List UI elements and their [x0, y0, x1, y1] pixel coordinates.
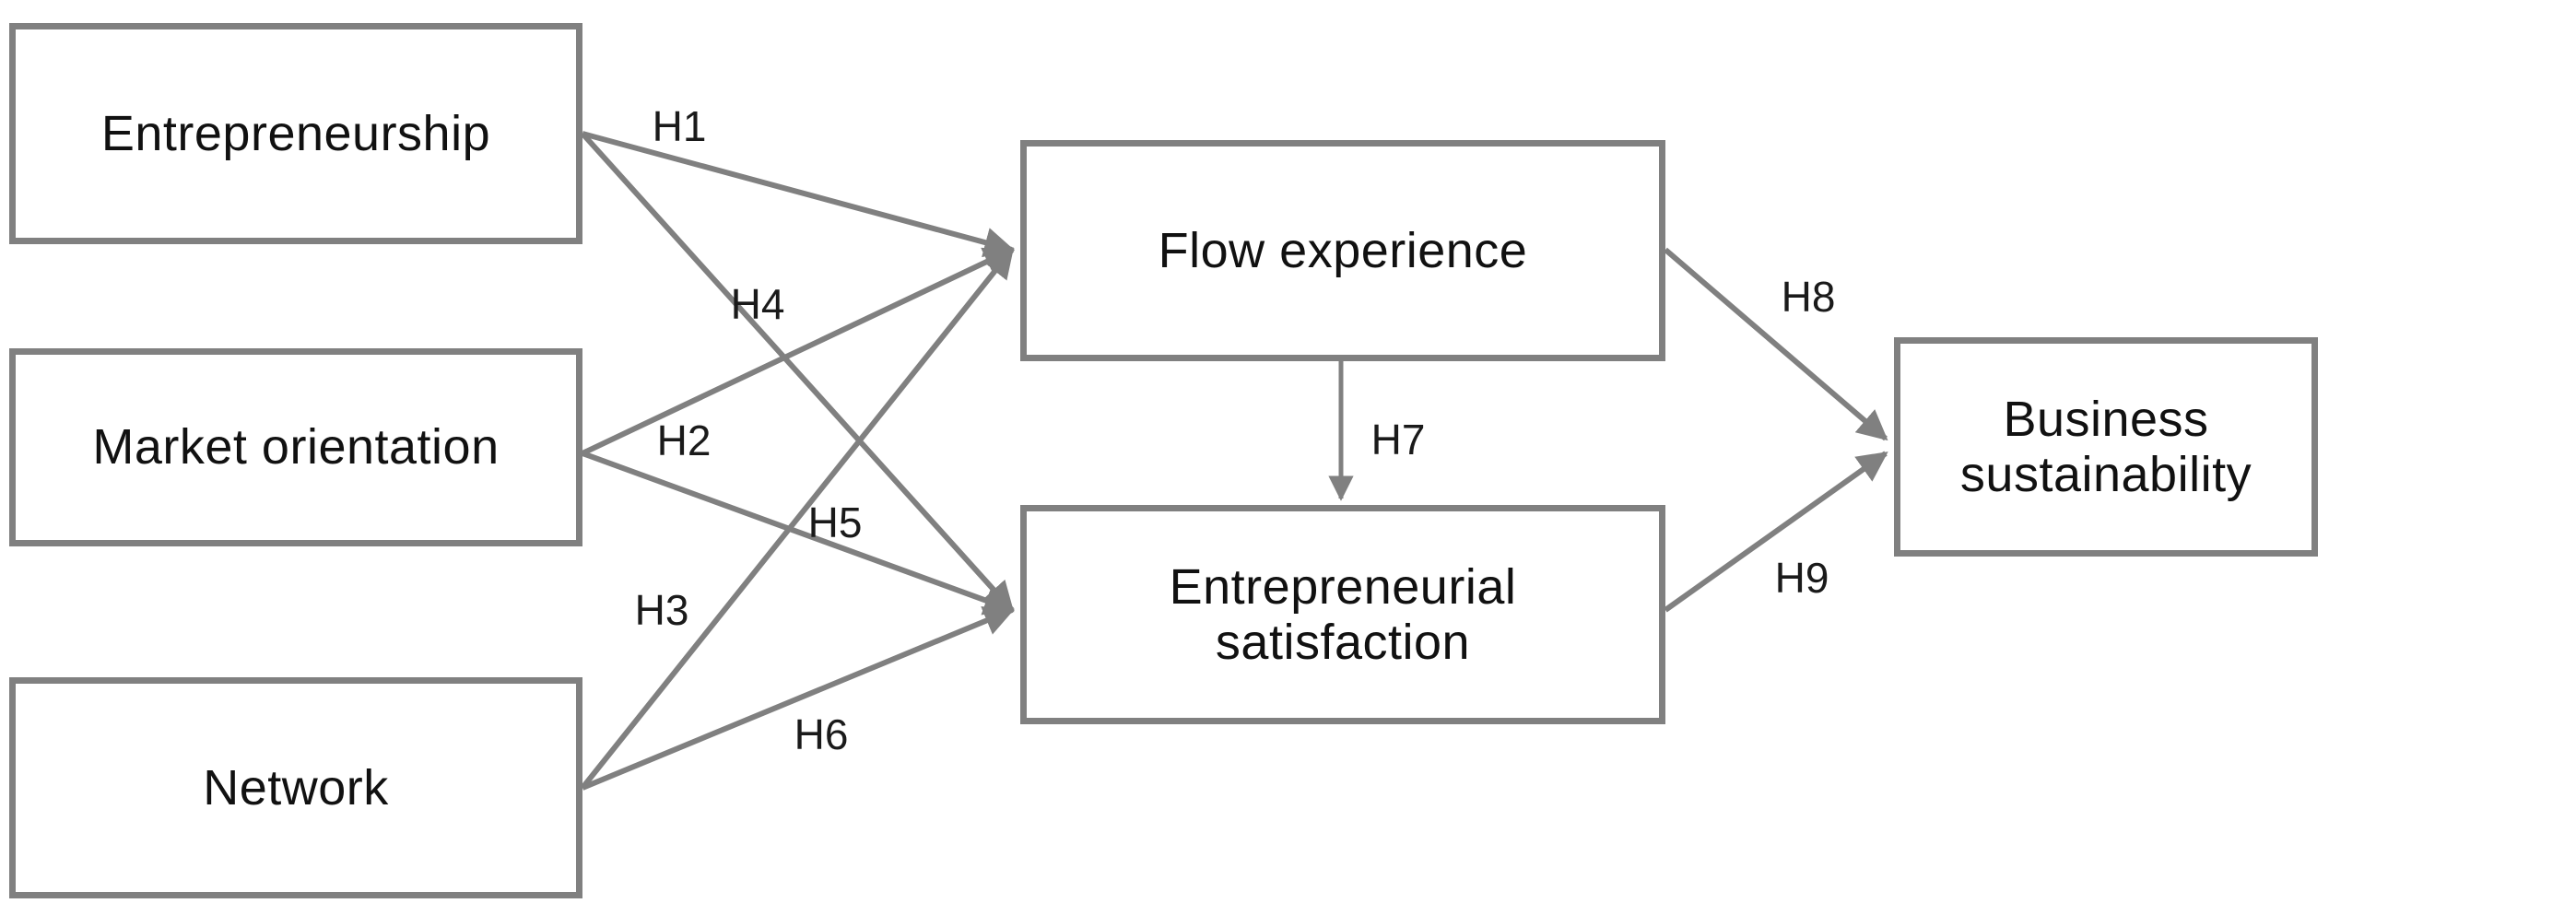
edge-line-h6 — [581, 606, 1016, 791]
node-business-sustainability[interactable]: Business sustainability — [1894, 337, 2318, 557]
node-label-market-orientation: Market orientation — [92, 419, 500, 475]
node-label-entrepreneurship: Entrepreneurship — [100, 105, 491, 161]
edge-label-h5: H5 — [807, 499, 863, 546]
edge-label-h8: H8 — [1781, 273, 1836, 321]
node-label-network: Network — [203, 759, 389, 815]
node-flow-experience[interactable]: Flow experience — [1020, 140, 1665, 361]
node-network[interactable]: Network — [9, 677, 582, 898]
edge-line-h9 — [1664, 451, 1888, 613]
node-label-entrepreneurial-satisfaction: Entrepreneurial satisfaction — [1169, 558, 1517, 670]
node-label-flow-experience: Flow experience — [1158, 222, 1528, 278]
edge-line-h1 — [582, 131, 1016, 258]
edge-line-h4 — [580, 131, 1015, 613]
edge-line-h5 — [581, 451, 1016, 616]
edge-label-h3: H3 — [634, 586, 689, 634]
edge-label-h6: H6 — [794, 710, 849, 758]
edge-label-h2: H2 — [656, 416, 712, 464]
edge-line-h3 — [580, 247, 1015, 790]
edge-label-h9: H9 — [1774, 554, 1829, 602]
edge-label-h7: H7 — [1370, 416, 1426, 463]
edge-line-h2 — [581, 247, 1015, 456]
node-market-orientation[interactable]: Market orientation — [9, 348, 582, 546]
node-label-business-sustainability: Business sustainability — [1959, 391, 2253, 502]
edge-line-h8 — [1664, 247, 1888, 441]
edge-label-h1: H1 — [652, 102, 707, 150]
node-entrepreneurial-satisfaction[interactable]: Entrepreneurial satisfaction — [1020, 505, 1665, 724]
edge-label-h4: H4 — [730, 280, 785, 328]
node-entrepreneurship[interactable]: Entrepreneurship — [9, 23, 582, 244]
